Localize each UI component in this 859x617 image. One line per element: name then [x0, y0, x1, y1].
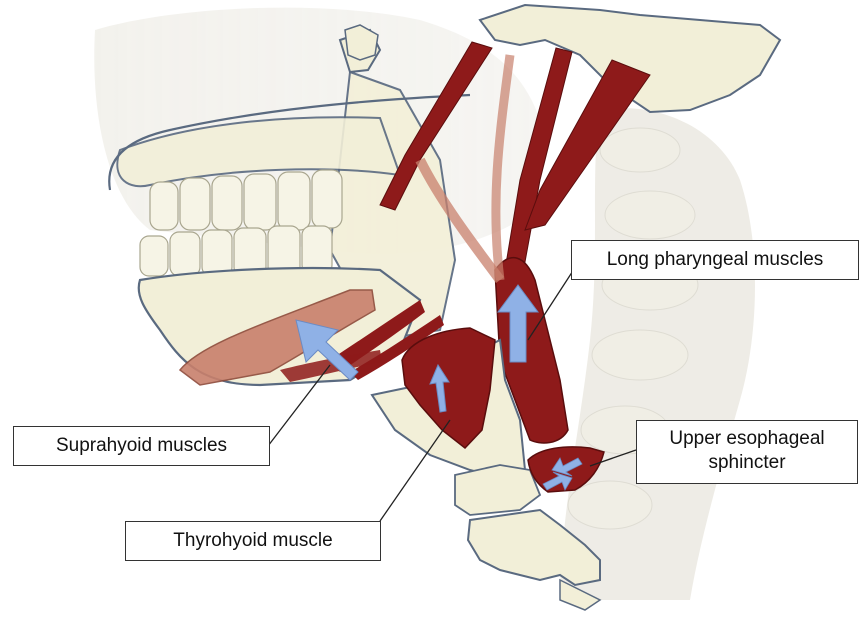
label-upper-esophageal-sphincter: Upper esophageal sphincter — [636, 420, 858, 484]
label-suprahyoid-text: Suprahyoid muscles — [56, 435, 227, 456]
label-long-pharyngeal-text: Long pharyngeal muscles — [607, 249, 824, 270]
label-ues-line1: Upper esophageal — [637, 427, 857, 451]
label-suprahyoid-muscles: Suprahyoid muscles — [13, 426, 270, 466]
label-ues-line2: sphincter — [637, 451, 857, 475]
label-thyrohyoid-text: Thyrohyoid muscle — [173, 530, 332, 551]
label-thyrohyoid-muscle: Thyrohyoid muscle — [125, 521, 381, 561]
label-long-pharyngeal-muscles: Long pharyngeal muscles — [571, 240, 859, 280]
